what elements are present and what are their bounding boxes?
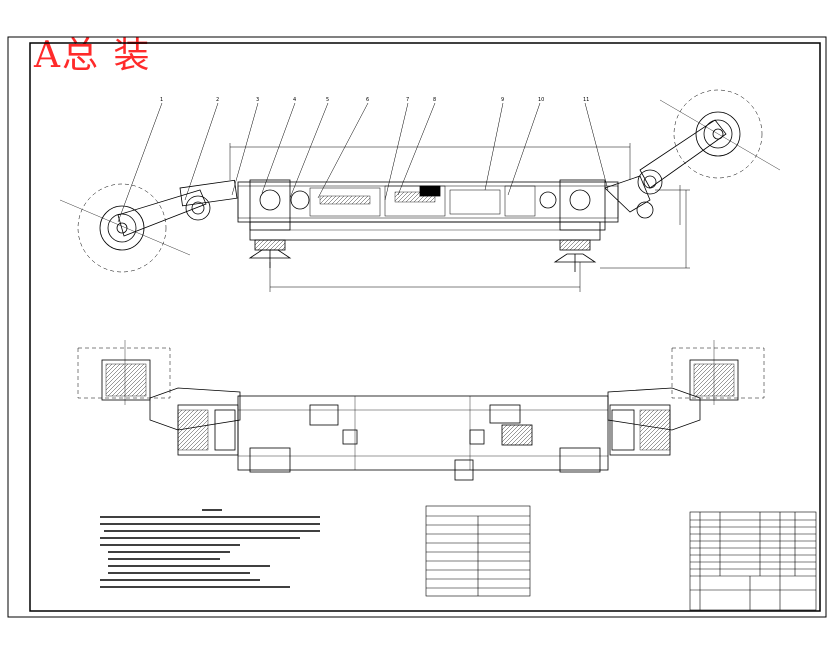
svg-text:10: 10 — [538, 97, 544, 103]
svg-text:5: 5 — [326, 97, 329, 103]
leader-lines — [117, 102, 609, 223]
svg-text:7: 7 — [406, 97, 409, 103]
front-view — [59, 89, 781, 273]
svg-text:11: 11 — [583, 97, 589, 103]
svg-text:8: 8 — [433, 97, 436, 103]
part-number-labels: 1 2 3 4 5 6 7 8 9 10 11 — [160, 97, 589, 103]
svg-text:9: 9 — [501, 97, 504, 103]
parameter-table — [425, 505, 531, 597]
inner-frame — [29, 42, 821, 612]
svg-text:1: 1 — [160, 97, 163, 103]
svg-text:6: 6 — [366, 97, 369, 103]
svg-text:3: 3 — [256, 97, 259, 103]
dimension-lines — [229, 143, 690, 292]
svg-text:2: 2 — [216, 97, 219, 103]
outer-border — [7, 36, 827, 618]
svg-text:4: 4 — [293, 97, 296, 103]
plan-view — [77, 340, 765, 481]
title-block — [689, 511, 817, 611]
technical-notes — [100, 509, 320, 588]
